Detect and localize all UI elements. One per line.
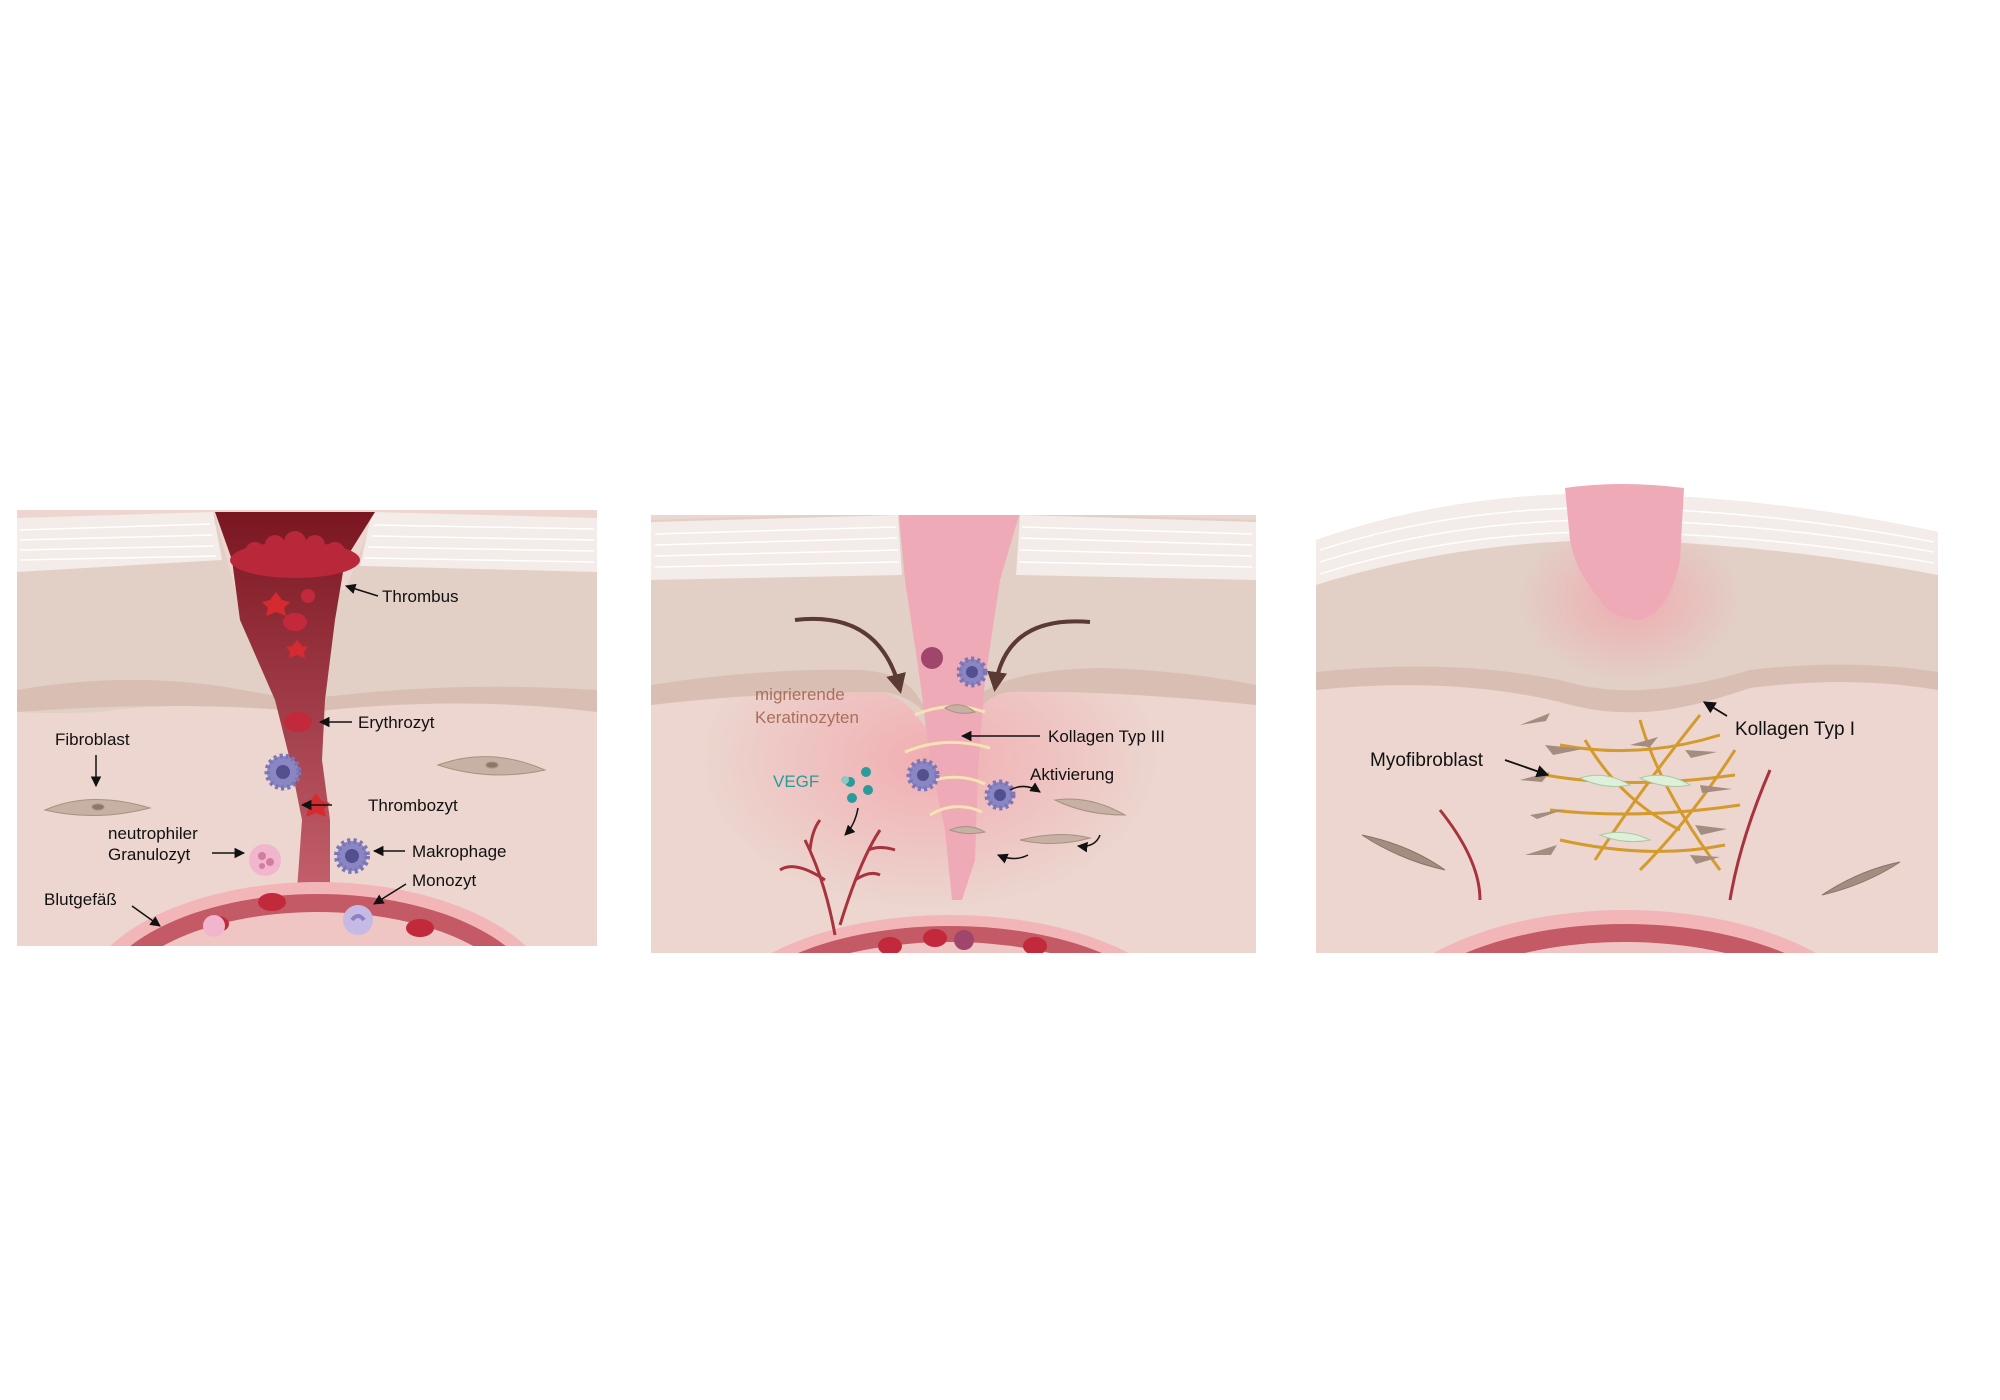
panel-3 [1316, 460, 1938, 953]
thrombus-clot [230, 531, 360, 578]
capillary-left [1438, 809, 1482, 901]
keratinocyte-migration-arrow-left [794, 616, 906, 694]
capillary-right [1728, 769, 1772, 901]
corneum-lines [19, 523, 595, 563]
blood-vessel [771, 915, 1129, 953]
wound-channel [215, 512, 375, 890]
macrophage [334, 838, 370, 874]
label-kollagen-typ-iii: Kollagen Typ III [1048, 727, 1165, 746]
label-kollagen-typ-i: Kollagen Typ I [1735, 719, 1855, 740]
label-fibroblast: Fibroblast [55, 730, 130, 749]
panel-1 [17, 510, 597, 946]
blood-vessel [110, 882, 526, 946]
label-makrophage: Makrophage [412, 842, 507, 861]
corneum-lines [654, 526, 1253, 568]
label-aktivierung: Aktivierung [1030, 765, 1114, 784]
fibroblasts [943, 704, 1127, 845]
neutrophil-in-vessel [203, 915, 225, 937]
label-keratinozyten-line1: migrierende [755, 685, 845, 704]
scar-tissue [1565, 484, 1684, 620]
neutrophil-granulocyte [249, 844, 281, 876]
label-thrombus: Thrombus [382, 587, 459, 606]
basal-layer [651, 668, 1256, 740]
label-neutrophil-line1: neutrophiler [108, 824, 198, 843]
macrophage-in-wound [264, 753, 302, 791]
macrophage-top [956, 656, 988, 688]
keratinocyte-migration-arrow-right [987, 619, 1091, 692]
activation-arrow-2 [1076, 834, 1101, 853]
blood-vessel [1433, 910, 1817, 953]
panel-2-labels: migrierende Keratinozyten Kollagen Typ I… [755, 685, 1165, 791]
label-erythrozyt: Erythrozyt [358, 713, 435, 732]
label-thrombozyt: Thrombozyt [368, 796, 458, 815]
panel-1-labels: Thrombus Erythrozyt Fibroblast Thrombozy… [44, 583, 507, 927]
collagen-i-fibers [1544, 714, 1741, 872]
label-neutrophil-line2: Granulozyt [108, 845, 190, 864]
monocyte [343, 905, 373, 935]
erythrocytes [878, 929, 1047, 953]
fibroblasts [43, 756, 547, 817]
basal-layer [1316, 664, 1938, 713]
neutrophil-in-vessel [954, 930, 974, 950]
myofibroblasts [1578, 774, 1692, 843]
macrophage-mid [906, 758, 940, 792]
label-monozyt: Monozyt [412, 871, 477, 890]
large-fibroblasts [1361, 834, 1901, 896]
panel-2 [651, 515, 1256, 953]
activation-arrow-3 [997, 853, 1029, 864]
label-vegf: VEGF [773, 772, 819, 791]
vegf-molecules [841, 767, 873, 803]
angiogenesis-capillaries [779, 819, 896, 936]
label-keratinozyten-line2: Keratinozyten [755, 708, 859, 727]
panel-3-labels: Kollagen Typ I Myofibroblast [1370, 701, 1855, 778]
activation-arrow-1 [1009, 782, 1041, 793]
label-myofibroblast: Myofibroblast [1370, 750, 1484, 771]
label-blutgefaess: Blutgefäß [44, 890, 117, 909]
vegf-arrow [844, 807, 859, 836]
neutrophil-in-wound [921, 647, 943, 669]
basal-layer [17, 679, 597, 712]
macrophage-right [984, 779, 1016, 811]
